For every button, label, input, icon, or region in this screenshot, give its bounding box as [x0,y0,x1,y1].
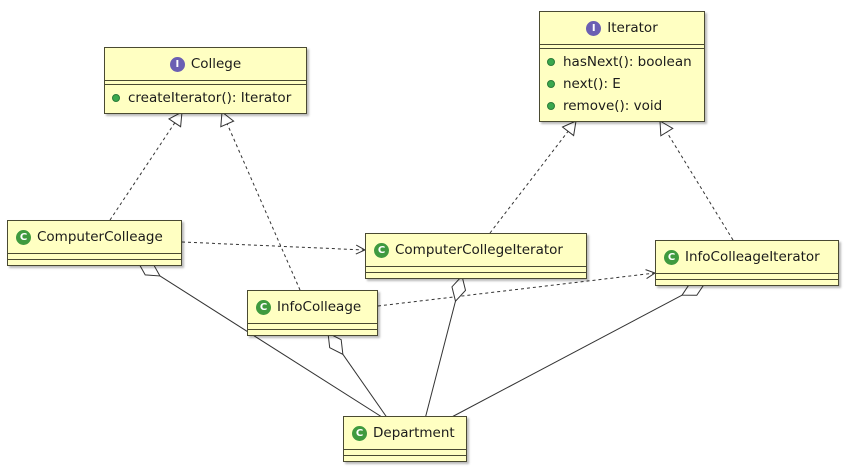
public-method-icon [547,80,555,88]
divider [8,259,181,265]
interface-icon: I [169,56,185,72]
node-college-header: I College [105,48,306,80]
node-college-name: College [190,56,242,72]
node-computer-colleage-name: ComputerColleage [37,229,163,245]
aggregation-line [424,301,456,420]
class-icon: C [352,425,367,441]
realization-line [109,122,176,221]
method-row[interactable]: hasNext(): boolean [540,51,704,73]
divider [344,455,466,461]
node-computer-colleage[interactable]: C ComputerColleage [7,220,182,266]
node-info-colleage-header: C InfoColleage [248,291,377,323]
node-department-header: C Department [344,417,466,449]
divider [248,329,377,335]
method-row[interactable]: createIterator(): Iterator [105,87,306,109]
realization-arrowhead [561,120,577,137]
realization-line [489,131,569,234]
realization-line [226,123,301,291]
divider [8,253,181,259]
divider [105,80,306,85]
aggregation-line [447,294,683,420]
method-row[interactable]: next(): E [540,73,704,95]
dependency-line [181,241,366,251]
node-department-name: Department [373,425,455,441]
divider [540,44,704,49]
divider [656,273,838,279]
node-info-colleage-name: InfoColleage [277,299,362,315]
node-computer-college-iterator-header: C ComputerCollegeIterator [366,234,586,266]
method-signature: next(): E [563,76,621,92]
node-college-methods: createIterator(): Iterator [105,85,306,113]
node-info-colleage-iterator-header: C InfoColleageIterator [656,241,838,273]
public-method-icon [112,94,120,102]
node-iterator-name: Iterator [607,20,658,36]
method-signature: remove(): void [563,98,663,114]
class-icon: C [256,299,271,315]
realization-arrowhead [167,111,183,128]
method-row[interactable]: remove(): void [540,95,704,117]
node-info-colleage-iterator[interactable]: C InfoColleageIterator [655,240,839,286]
class-icon: C [374,242,389,258]
aggregation-diamond [451,274,467,303]
divider [366,266,586,272]
dependency-line [377,272,656,307]
node-computer-colleage-header: C ComputerColleage [8,221,181,253]
node-info-colleage[interactable]: C InfoColleage [247,290,378,336]
realization-arrowhead [659,120,674,137]
node-iterator-methods: hasNext(): boolean next(): E remove(): v… [540,49,704,121]
realization-line [666,131,734,241]
divider [344,449,466,455]
divider [366,272,586,278]
method-signature: hasNext(): boolean [563,54,692,70]
aggregation-line [342,354,389,420]
aggregation-line [159,275,386,420]
node-info-colleage-iterator-name: InfoColleageIterator [685,249,820,265]
public-method-icon [547,102,555,110]
node-college[interactable]: I College createIterator(): Iterator [104,47,307,114]
interface-icon: I [586,20,602,36]
node-iterator-header: I Iterator [540,12,704,44]
node-iterator[interactable]: I Iterator hasNext(): boolean next(): E … [539,11,705,122]
realization-arrowhead [220,111,235,128]
class-icon: C [16,229,31,245]
aggregation-diamond [327,332,344,356]
public-method-icon [547,58,555,66]
method-signature: createIterator(): Iterator [128,90,292,106]
node-computer-college-iterator-name: ComputerCollegeIterator [395,242,563,258]
class-icon: C [664,249,679,265]
node-department[interactable]: C Department [343,416,467,462]
divider [656,279,838,285]
divider [248,323,377,329]
node-computer-college-iterator[interactable]: C ComputerCollegeIterator [365,233,587,279]
